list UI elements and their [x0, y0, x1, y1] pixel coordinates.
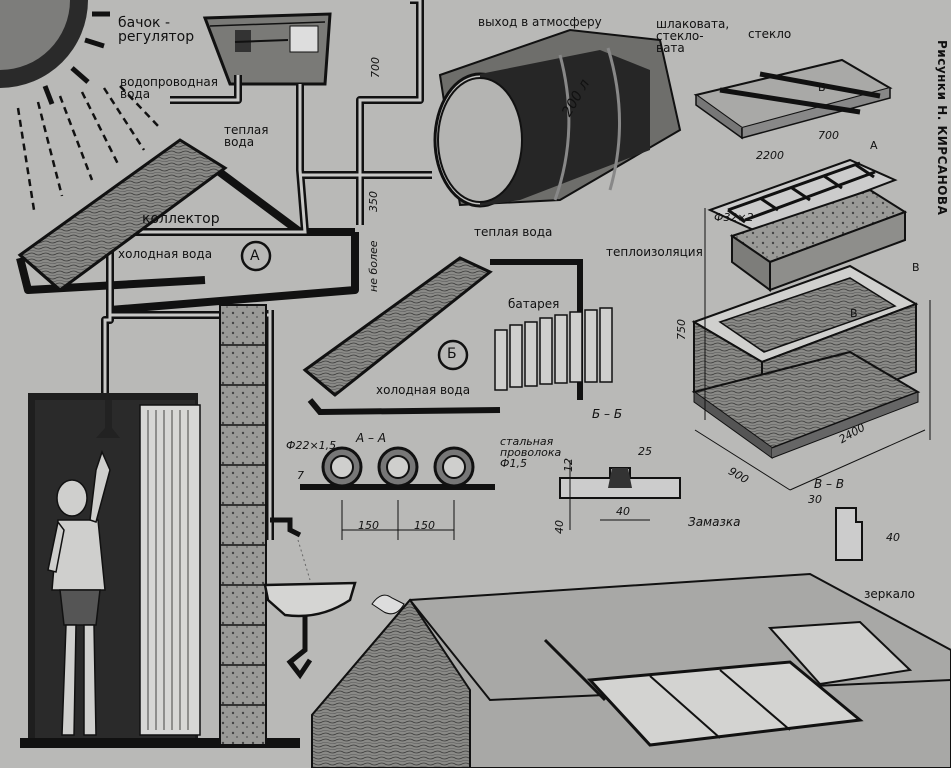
section-v-v [835, 507, 863, 561]
pipe-32-label: Ф32×2 [714, 211, 754, 224]
mark-a-label: А [250, 248, 260, 264]
mark-b-circle [437, 339, 469, 371]
collector-a [17, 138, 228, 292]
dim-30-label: 30 [808, 493, 822, 506]
dim-150-a-label: 150 [358, 519, 379, 532]
section-a-a [300, 446, 495, 540]
dim-40-vv-label: 40 [886, 531, 900, 544]
dim-2200-label: 2200 [756, 149, 784, 162]
dim-40-bb-bottom-label: 40 [616, 505, 630, 518]
dim-12-label: 12 [562, 458, 575, 472]
exploded-collector-box [691, 58, 931, 491]
mirror-label: зеркало [864, 587, 915, 601]
dim-7-label: 7 [297, 469, 304, 482]
dim-40-bb-left-label: 40 [553, 520, 566, 534]
dim-700-box-label: 700 [818, 129, 839, 142]
putty-label: Замазка [688, 515, 741, 529]
dim-25-label: 25 [638, 445, 652, 458]
tank-regulator [202, 12, 332, 86]
section-vv-label: В – В [814, 477, 845, 491]
roof-installation [311, 572, 951, 768]
mark-b-box-label: Б [818, 81, 826, 94]
dim-350-label: 350 [367, 191, 380, 212]
mark-a-circle [240, 240, 272, 272]
warm-water-a-label: теплая вода [224, 123, 269, 149]
brick-wall [219, 304, 267, 746]
credit-label: Рисунки Н. КИРСАНОВА [935, 40, 949, 216]
storage-barrel [433, 28, 682, 208]
collector-label: коллектор [142, 211, 220, 227]
sun-rays [16, 85, 161, 211]
cold-water-b-label: холодная вода [376, 383, 471, 397]
atmosphere-outlet-label: выход в атмосферу [478, 15, 602, 29]
water-supply-label: водопроводная вода [120, 75, 218, 101]
thermal-insulation-label: теплоизоляция [606, 245, 703, 259]
dim-150-b-label: 150 [414, 519, 435, 532]
section-aa-label: А – А [356, 431, 387, 445]
glass-label: стекло [748, 27, 792, 41]
mark-b-label: Б [447, 346, 457, 362]
pipe-22-label: Ф22×1,5 [286, 439, 337, 452]
mark-a-box-label: А [870, 139, 878, 152]
warm-water-b-label: теплая вода [474, 225, 553, 239]
wash-basin [263, 517, 357, 680]
section-b-b [559, 460, 681, 530]
dim-750-box-label: 750 [675, 319, 688, 340]
mark-v-box-label: В [850, 307, 858, 320]
radiator-battery [494, 307, 613, 391]
cold-water-a-label: холодная вода [118, 247, 213, 261]
steel-wire-label: стальная проволока Ф1,5 [500, 435, 562, 470]
tank-regulator-label: бачок - регулятор [118, 15, 195, 45]
dim-700-top-label: 700 [369, 57, 382, 78]
not-more-label: не более [367, 240, 380, 292]
sun-icon [0, 0, 110, 105]
battery-label: батарея [508, 297, 560, 311]
shower-booth [20, 393, 300, 748]
section-bb-label: Б – Б [592, 407, 623, 421]
slag-wool-label: шлаковата, стекло- вата [656, 17, 730, 55]
mark-v-right-label: В [912, 261, 920, 274]
